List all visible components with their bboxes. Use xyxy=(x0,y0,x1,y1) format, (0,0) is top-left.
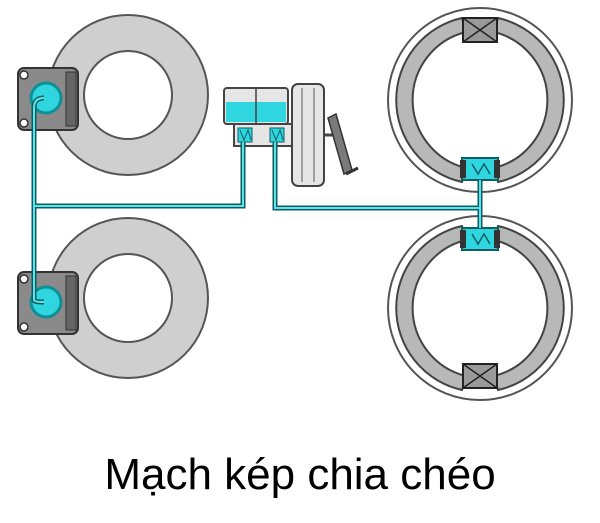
caliper-mount-bolt xyxy=(19,118,29,128)
wheel-cylinder xyxy=(461,227,499,251)
wheel-cylinder-spring xyxy=(471,232,491,246)
chamber-spring xyxy=(239,128,252,142)
caliper-piston xyxy=(29,285,63,319)
brake-circuit-diagram xyxy=(17,7,573,401)
brake-shoe-left xyxy=(395,16,468,184)
master-cylinder-assembly xyxy=(223,83,359,187)
brake-booster xyxy=(291,83,325,187)
drum-brake-top-right xyxy=(387,7,573,193)
drum-brake-bottom-right xyxy=(387,215,573,401)
anchor-block-cross xyxy=(462,17,498,43)
wheel-cylinder-cap xyxy=(460,160,466,178)
wheel-cylinder-cap xyxy=(460,230,466,248)
caliper-mount-bolt xyxy=(19,70,29,80)
wheel-cylinder-spring xyxy=(471,162,491,176)
brake-pedal xyxy=(327,112,353,176)
caliper-mount-bolt xyxy=(19,274,29,284)
diagram-caption: Mạch kép chia chéo xyxy=(104,450,496,499)
disc-hub-hole xyxy=(83,50,173,140)
disc-brake-top-left xyxy=(17,14,209,176)
wheel-cylinder-cap xyxy=(494,230,500,248)
brake-lines xyxy=(31,95,483,305)
brake-shoe-right xyxy=(492,16,565,184)
brake-shoe-left xyxy=(395,224,468,392)
wheel-cylinder xyxy=(461,157,499,181)
chamber-spring xyxy=(271,128,284,142)
disc-hub-hole xyxy=(83,253,173,343)
brake-pad xyxy=(65,275,77,331)
brake-pad xyxy=(65,71,77,127)
caliper-piston xyxy=(29,81,63,115)
wheel-cylinder-cap xyxy=(494,160,500,178)
disc-brake-bottom-left xyxy=(17,217,209,379)
caliper-mount-bolt xyxy=(19,322,29,332)
anchor-block-cross xyxy=(462,363,498,389)
pedal-pad xyxy=(345,166,359,176)
brake-shoe-right xyxy=(492,224,565,392)
